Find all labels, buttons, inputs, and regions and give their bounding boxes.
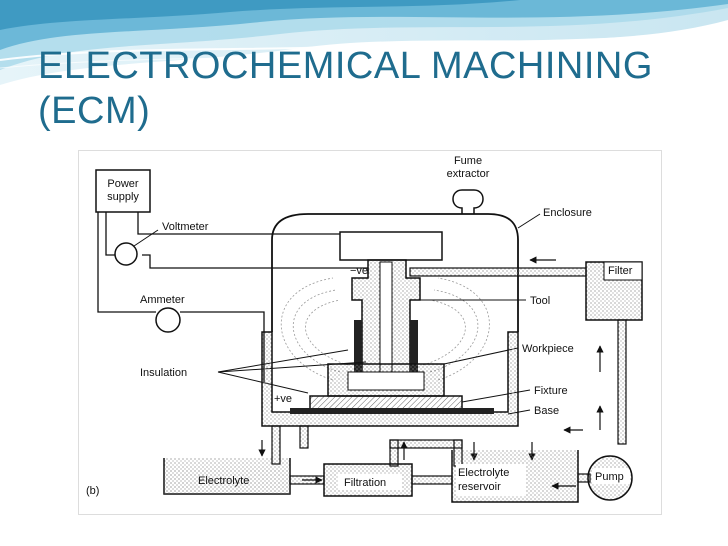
tool: −ve Tool (350, 259, 550, 377)
tool-negative-label: −ve (350, 265, 368, 277)
reservoir-label-2: reservoir (458, 481, 501, 493)
enclosure-label: Enclosure (543, 207, 592, 219)
filtration-unit: Filtration (323, 463, 453, 497)
fume-label-2: extractor (447, 168, 490, 180)
slide-title: ELECTROCHEMICAL MACHINING (ECM) (38, 44, 653, 134)
electrolyte-reservoir: Electrolyte reservoir (451, 450, 591, 503)
ecm-diagram: Power supply Voltmeter Ammeter Fume extr… (78, 150, 662, 515)
workpiece-label: Workpiece (522, 343, 574, 355)
filtration-label: Filtration (344, 477, 386, 489)
slide-title-line-1: ELECTROCHEMICAL MACHINING (38, 45, 653, 87)
fume-extractor: Fume extractor (447, 155, 490, 214)
voltmeter-icon: Voltmeter (114, 221, 209, 266)
voltmeter-label: Voltmeter (162, 221, 209, 233)
power-supply-label-2: supply (107, 191, 139, 203)
header-wave-banner (0, 0, 728, 85)
figure-border (78, 150, 662, 515)
insulation-label: Insulation (140, 367, 187, 379)
enclosure: Enclosure (271, 207, 592, 332)
electrolyte-flow-field (280, 277, 490, 381)
filter-label: Filter (608, 265, 633, 277)
ammeter-label: Ammeter (140, 294, 185, 306)
fixture-label: Fixture (534, 385, 568, 397)
power-supply-box: Power supply (95, 169, 151, 213)
workpiece: Workpiece (327, 343, 574, 397)
tool-holder (339, 231, 443, 261)
filter-box: Filter (585, 261, 643, 321)
ammeter-icon: Ammeter (140, 294, 185, 333)
electrolyte-tank: Electrolyte (163, 458, 325, 495)
figure-tag: (b) (86, 485, 99, 497)
electrolyte-label: Electrolyte (198, 475, 249, 487)
tool-label: Tool (530, 295, 550, 307)
base-label: Base (534, 405, 559, 417)
machine-base: Base +ve (261, 331, 559, 427)
pump-label: Pump (595, 471, 624, 483)
power-supply-label-1: Power (107, 178, 139, 190)
pump: Pump (587, 455, 633, 501)
supply-pipe (409, 256, 627, 445)
ecm-schematic-svg: Power supply Voltmeter Ammeter Fume extr… (78, 150, 662, 515)
reservoir-label-1: Electrolyte (458, 467, 509, 479)
workpiece-positive-label: +ve (274, 393, 292, 405)
fume-label-1: Fume (454, 155, 482, 167)
slide-title-line-2: (ECM) (38, 90, 151, 132)
